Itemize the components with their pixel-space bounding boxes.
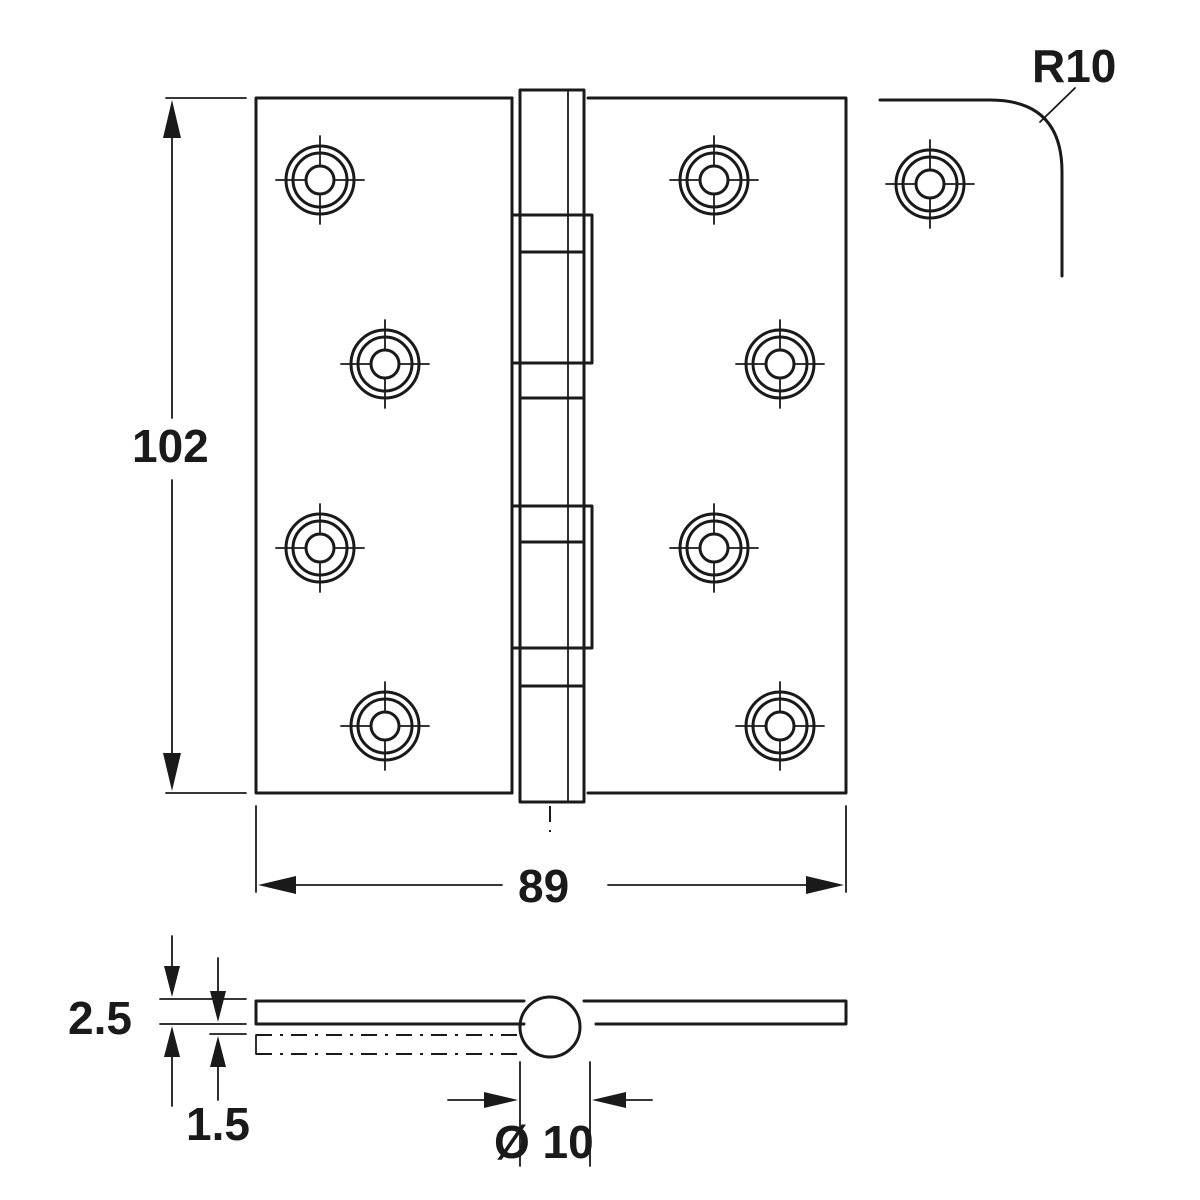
width-dimension: 89 <box>255 805 847 912</box>
screw-hole <box>340 319 430 409</box>
height-dimension: 102 <box>132 97 247 794</box>
corner-radius-detail: R10 <box>878 40 1116 278</box>
width-label: 89 <box>518 860 569 912</box>
side-view <box>254 995 848 1059</box>
countersink-detail <box>885 139 975 229</box>
screw-hole <box>735 319 825 409</box>
right-leaf <box>586 96 848 795</box>
screw-hole <box>735 681 825 771</box>
hinge-knuckle <box>510 88 594 832</box>
screw-hole <box>669 503 759 593</box>
height-label: 102 <box>132 420 209 472</box>
thickness-dimension: 2.5 1.5 <box>68 935 250 1150</box>
screw-holes <box>275 135 825 771</box>
diameter-dimension: Ø 10 <box>447 1061 653 1168</box>
gap-label: 1.5 <box>186 1098 250 1150</box>
screw-hole <box>275 503 365 593</box>
screw-hole <box>275 135 365 225</box>
thickness-label: 2.5 <box>68 992 132 1044</box>
screw-hole <box>669 135 759 225</box>
diameter-label: Ø 10 <box>494 1116 594 1168</box>
screw-hole <box>340 681 430 771</box>
radius-label: R10 <box>1032 40 1116 92</box>
